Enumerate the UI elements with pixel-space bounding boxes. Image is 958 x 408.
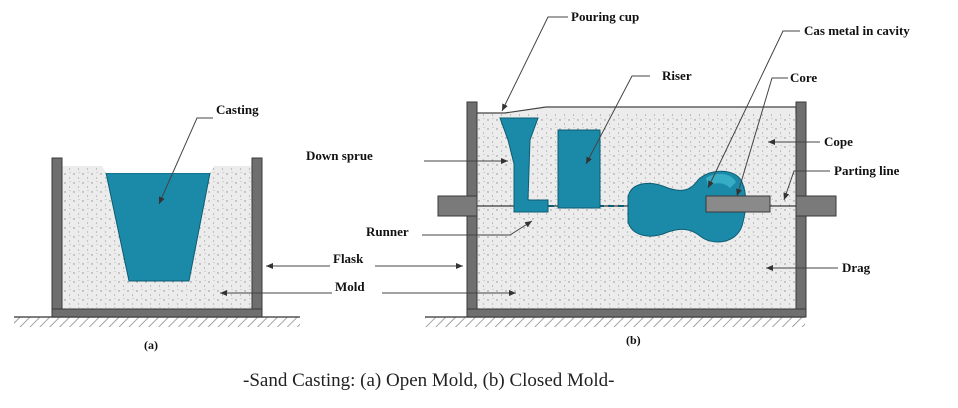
runner-leader — [422, 220, 533, 236]
parting-line-leader — [783, 170, 830, 201]
flange-left — [437, 195, 478, 217]
pouring-cup-leader — [501, 16, 568, 112]
label-drag: Drag — [842, 260, 871, 275]
figure-caption: -Sand Casting: (a) Open Mold, (b) Closed… — [243, 370, 615, 391]
label-flask: Flask — [333, 251, 364, 266]
flask-bottom-a — [51, 308, 263, 318]
riser-leader — [585, 75, 650, 165]
label-cas-metal: Cas metal in cavity — [804, 23, 910, 38]
ground-hatch-a — [14, 317, 300, 327]
ground-hatch-b — [425, 317, 805, 327]
label-runner: Runner — [366, 224, 409, 239]
mold-cavity-top — [102, 166, 214, 173]
sublabel-b: (b) — [626, 333, 641, 347]
label-riser: Riser — [662, 68, 692, 83]
cas-metal-leader — [707, 30, 800, 189]
flask-wall-left-a — [51, 157, 63, 318]
label-core: Core — [790, 70, 817, 85]
sublabel-a: (a) — [144, 338, 158, 352]
open-mold: Casting (a) — [14, 102, 332, 352]
label-parting-line: Parting line — [834, 163, 900, 178]
core-leader — [736, 77, 788, 197]
flask-bottom-b — [466, 308, 807, 318]
core — [705, 195, 771, 213]
closed-mold: Pouring cup Cas metal in cavity Riser Co… — [306, 9, 910, 347]
label-mold: Mold — [335, 279, 365, 294]
label-casting: Casting — [216, 102, 259, 117]
cope-top-edge — [477, 106, 797, 114]
flange-right — [795, 195, 837, 217]
label-pouring-cup: Pouring cup — [571, 9, 639, 24]
label-cope: Cope — [824, 134, 853, 149]
casting-leader — [158, 117, 213, 205]
riser-metal — [557, 129, 601, 209]
label-down-sprue: Down sprue — [306, 148, 373, 163]
